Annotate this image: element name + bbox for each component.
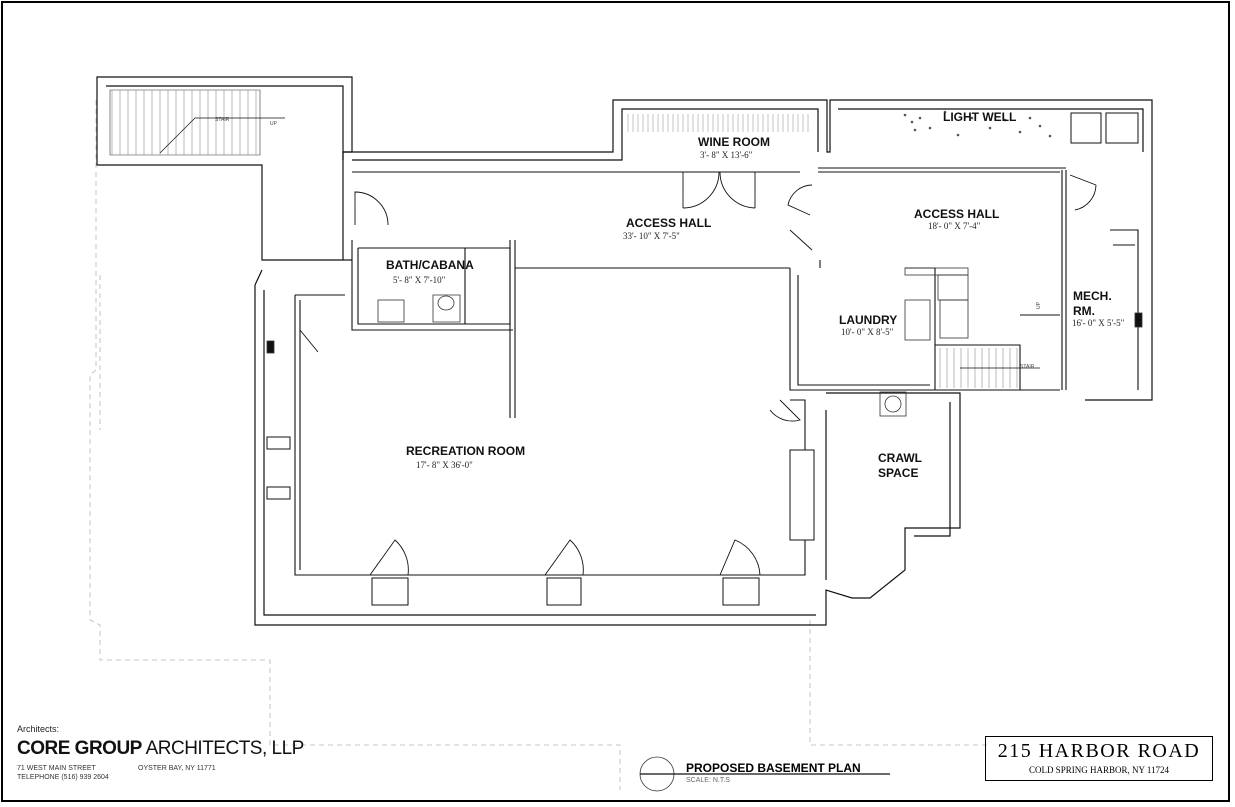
room-dims: 10'- 0" X 8'-5" — [841, 327, 894, 337]
project-address: 215 HARBOR ROAD — [997, 740, 1201, 762]
architect-label: Architects: — [17, 724, 60, 734]
room-dims: 18'- 0" X 7'-4" — [928, 221, 981, 231]
stairs-upper — [109, 89, 261, 156]
fixtures — [266, 267, 1143, 417]
stair-label: STAIR — [215, 117, 230, 123]
architect-address: 71 WEST MAIN STREET — [17, 765, 96, 772]
room-label-line2: SPACE — [878, 466, 918, 480]
room-dims: 5'- 8" X 7'-10" — [393, 275, 446, 285]
drawing-scale: SCALE: N.T.S — [686, 777, 730, 784]
room-label: ACCESS HALL — [626, 216, 711, 230]
wine-rack — [627, 114, 809, 132]
room-dims: 33'- 10" X 7'-5" — [623, 231, 680, 241]
gravel-speck — [1038, 124, 1042, 128]
interior-walls — [294, 167, 1139, 576]
room-label: MECH. — [1073, 289, 1112, 303]
title-block: 215 HARBOR ROAD COLD SPRING HARBOR, NY 1… — [985, 736, 1213, 781]
room-label: ACCESS HALL — [914, 207, 999, 221]
room-dims: 3'- 8" X 13'-6" — [700, 150, 753, 160]
drawing-title: PROPOSED BASEMENT PLAN — [686, 761, 861, 775]
existing-outline — [89, 100, 990, 790]
windows — [266, 112, 1139, 606]
stair-dir-label: UP — [1036, 301, 1042, 309]
gravel-speck — [903, 113, 907, 117]
gravel-speck — [1018, 130, 1022, 134]
gravel-speck — [956, 133, 960, 137]
room-label: BATH/CABANA — [386, 258, 474, 272]
room-dims: 16'- 0" X 5'-5" — [1072, 318, 1125, 328]
gravel-speck — [988, 126, 992, 130]
stair-label: STAIR — [1020, 364, 1035, 370]
plan-symbol — [639, 756, 890, 792]
gravel-speck — [928, 126, 932, 130]
architect-city: OYSTER BAY, NY 11771 — [138, 765, 216, 772]
gravel-speck — [913, 128, 917, 132]
room-label: RECREATION ROOM — [406, 444, 525, 458]
room-label: CRAWL — [878, 451, 922, 465]
architect-firm-bold: CORE GROUP — [17, 738, 142, 759]
room-label-line2: RM. — [1073, 304, 1095, 318]
architect-firm-light: ARCHITECTS, LLP — [141, 738, 305, 759]
stair-arrow-upper — [159, 117, 285, 154]
gravel-speck — [1048, 134, 1052, 138]
room-label: LAUNDRY — [839, 313, 897, 327]
gravel-speck — [910, 120, 914, 124]
light-well-gravel — [903, 110, 1052, 138]
foundation-walls — [96, 76, 1153, 626]
gravel-speck — [1003, 118, 1007, 122]
project-city: COLD SPRING HARBOR, NY 11724 — [1028, 765, 1170, 775]
gravel-speck — [970, 116, 974, 120]
room-label: WINE ROOM — [698, 135, 770, 149]
room-label: LIGHT WELL — [943, 110, 1016, 124]
room-dims: 17'- 8" X 36'-0" — [416, 460, 473, 470]
architect-phone: TELEPHONE (516) 939 2604 — [17, 774, 109, 781]
room-labels: WINE ROOM 3'- 8" X 13'-6" LIGHT WELL ACC… — [215, 110, 1125, 480]
stair-dir-label: UP — [270, 121, 278, 127]
doors — [299, 171, 1097, 576]
gravel-speck — [918, 116, 922, 120]
gravel-speck — [943, 110, 947, 114]
stair-treads-upper — [111, 90, 257, 155]
gravel-speck — [1028, 116, 1032, 120]
architect-firm: CORE GROUP ARCHITECTS, LLP — [17, 738, 304, 760]
